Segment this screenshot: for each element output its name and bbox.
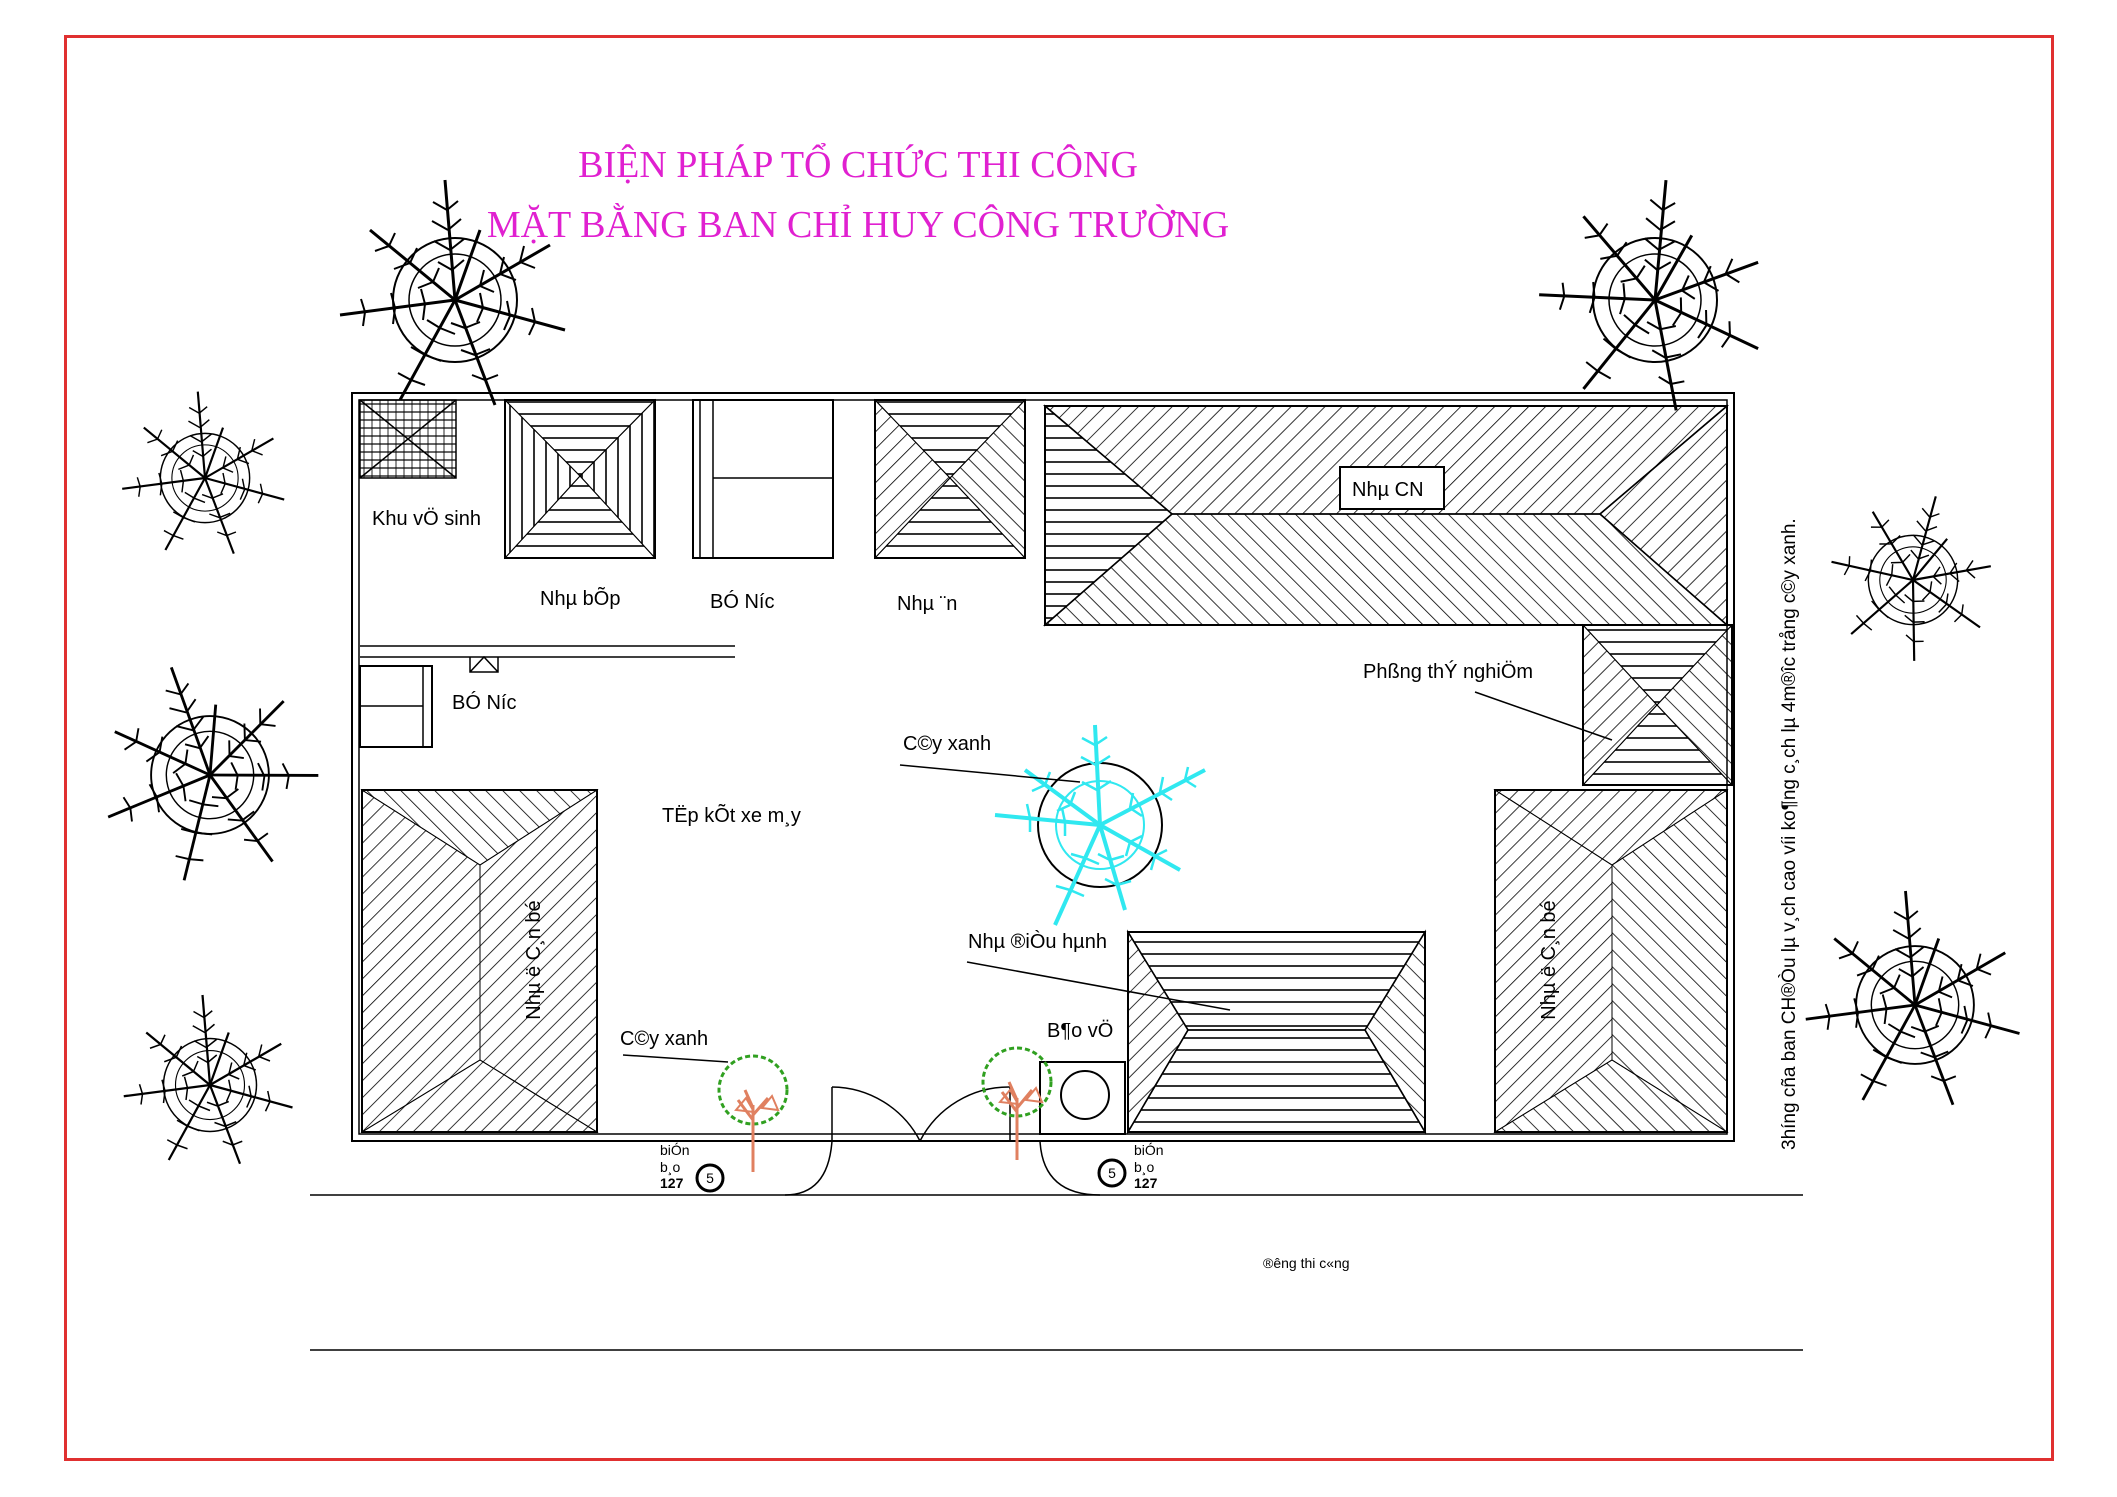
label-nha-o-can-bo-left: Nhµ ë C¸n bé: [523, 900, 545, 1019]
palm-tree: [73, 636, 339, 902]
sign-right-text-1: biÓn: [1134, 1142, 1164, 1158]
water-tank-top: [692, 399, 834, 559]
label-be-nuoc-left: BÓ N­íc: [452, 691, 516, 714]
laboratory-building: [1581, 623, 1734, 787]
label-duong-thi-cong: ®­êng thi c«ng: [1263, 1255, 1350, 1271]
sign-right-text-2: b¸o: [1134, 1159, 1154, 1175]
toilet-block: [359, 399, 457, 479]
leader-line: [966, 961, 1231, 1011]
staff-housing-right: [1493, 789, 1729, 1133]
sign-left-symbol: 5: [706, 1170, 714, 1186]
sign-left-text-2: b¸o: [660, 1159, 680, 1175]
sign-right-number: 127: [1134, 1175, 1158, 1191]
guard-house: [1039, 1061, 1126, 1135]
label-cay-xanh-center: C©y xanh: [903, 733, 991, 755]
management-building: [1126, 929, 1427, 1135]
small-tree-right: [981, 1046, 1053, 1160]
sign-right-symbol: 5: [1108, 1165, 1116, 1181]
palm-tree: [121, 390, 286, 555]
leader-line: [622, 1054, 729, 1063]
small-tree-left: [717, 1054, 789, 1172]
label-nha-cn: Nhµ CN: [1352, 479, 1424, 501]
label-nha-an: Nhµ ¨n: [897, 593, 957, 615]
road-sign-icon: [695, 1163, 725, 1193]
staff-housing-left: [360, 789, 599, 1133]
label-cay-xanh-bottom: C©y xanh: [620, 1028, 708, 1050]
site-boundary: [351, 392, 1735, 1142]
central-tree: [994, 724, 1206, 926]
drawing-frame: [64, 35, 2054, 1461]
valve-icon: [469, 655, 499, 673]
side-note: 3h­íng cña ban CH®Òu lµ v¸ch cao víi ko¶…: [1778, 518, 1800, 1150]
label-nha-bep: Nhµ bÕp: [540, 586, 620, 610]
leader-line: [1474, 691, 1613, 741]
label-bao-ve: B¶o vÖ: [1047, 1020, 1113, 1042]
label-phong-thi-nghiem: Phßng thÝ nghiÖm: [1363, 660, 1533, 683]
label-nha-dieu-hanh: Nhµ ®iÒu hµnh: [968, 930, 1107, 953]
title-line-2: MẶT BẰNG BAN CHỈ HUY CÔNG TRƯỜNG: [487, 203, 1229, 246]
sign-left-text-1: biÓn: [660, 1142, 690, 1158]
road-sign-icon: [1097, 1158, 1127, 1188]
canteen-building: [873, 398, 1027, 560]
label-nha-o-can-bo-right: Nhµ ë C¸n bé: [1538, 900, 1560, 1019]
palm-tree: [1808, 469, 2019, 680]
title-line-1: BIỆN PHÁP TỔ CHỨC THI CÔNG: [578, 143, 1138, 186]
label-be-nuoc-top: BÓ N­íc: [710, 590, 774, 613]
label-tap-ket-xe-may: TËp kÕt xe m¸y: [662, 803, 801, 827]
kitchen-building: [503, 398, 657, 560]
palm-tree: [1522, 160, 1786, 425]
palm-tree: [122, 993, 294, 1165]
leader-line: [899, 764, 1081, 783]
worker-building: [1042, 404, 1730, 627]
palm-tree: [1804, 889, 2021, 1107]
sign-left-number: 127: [660, 1175, 684, 1191]
label-khu-ve-sinh: Khu vÖ sinh: [372, 508, 481, 530]
water-tank-left: [359, 665, 433, 748]
